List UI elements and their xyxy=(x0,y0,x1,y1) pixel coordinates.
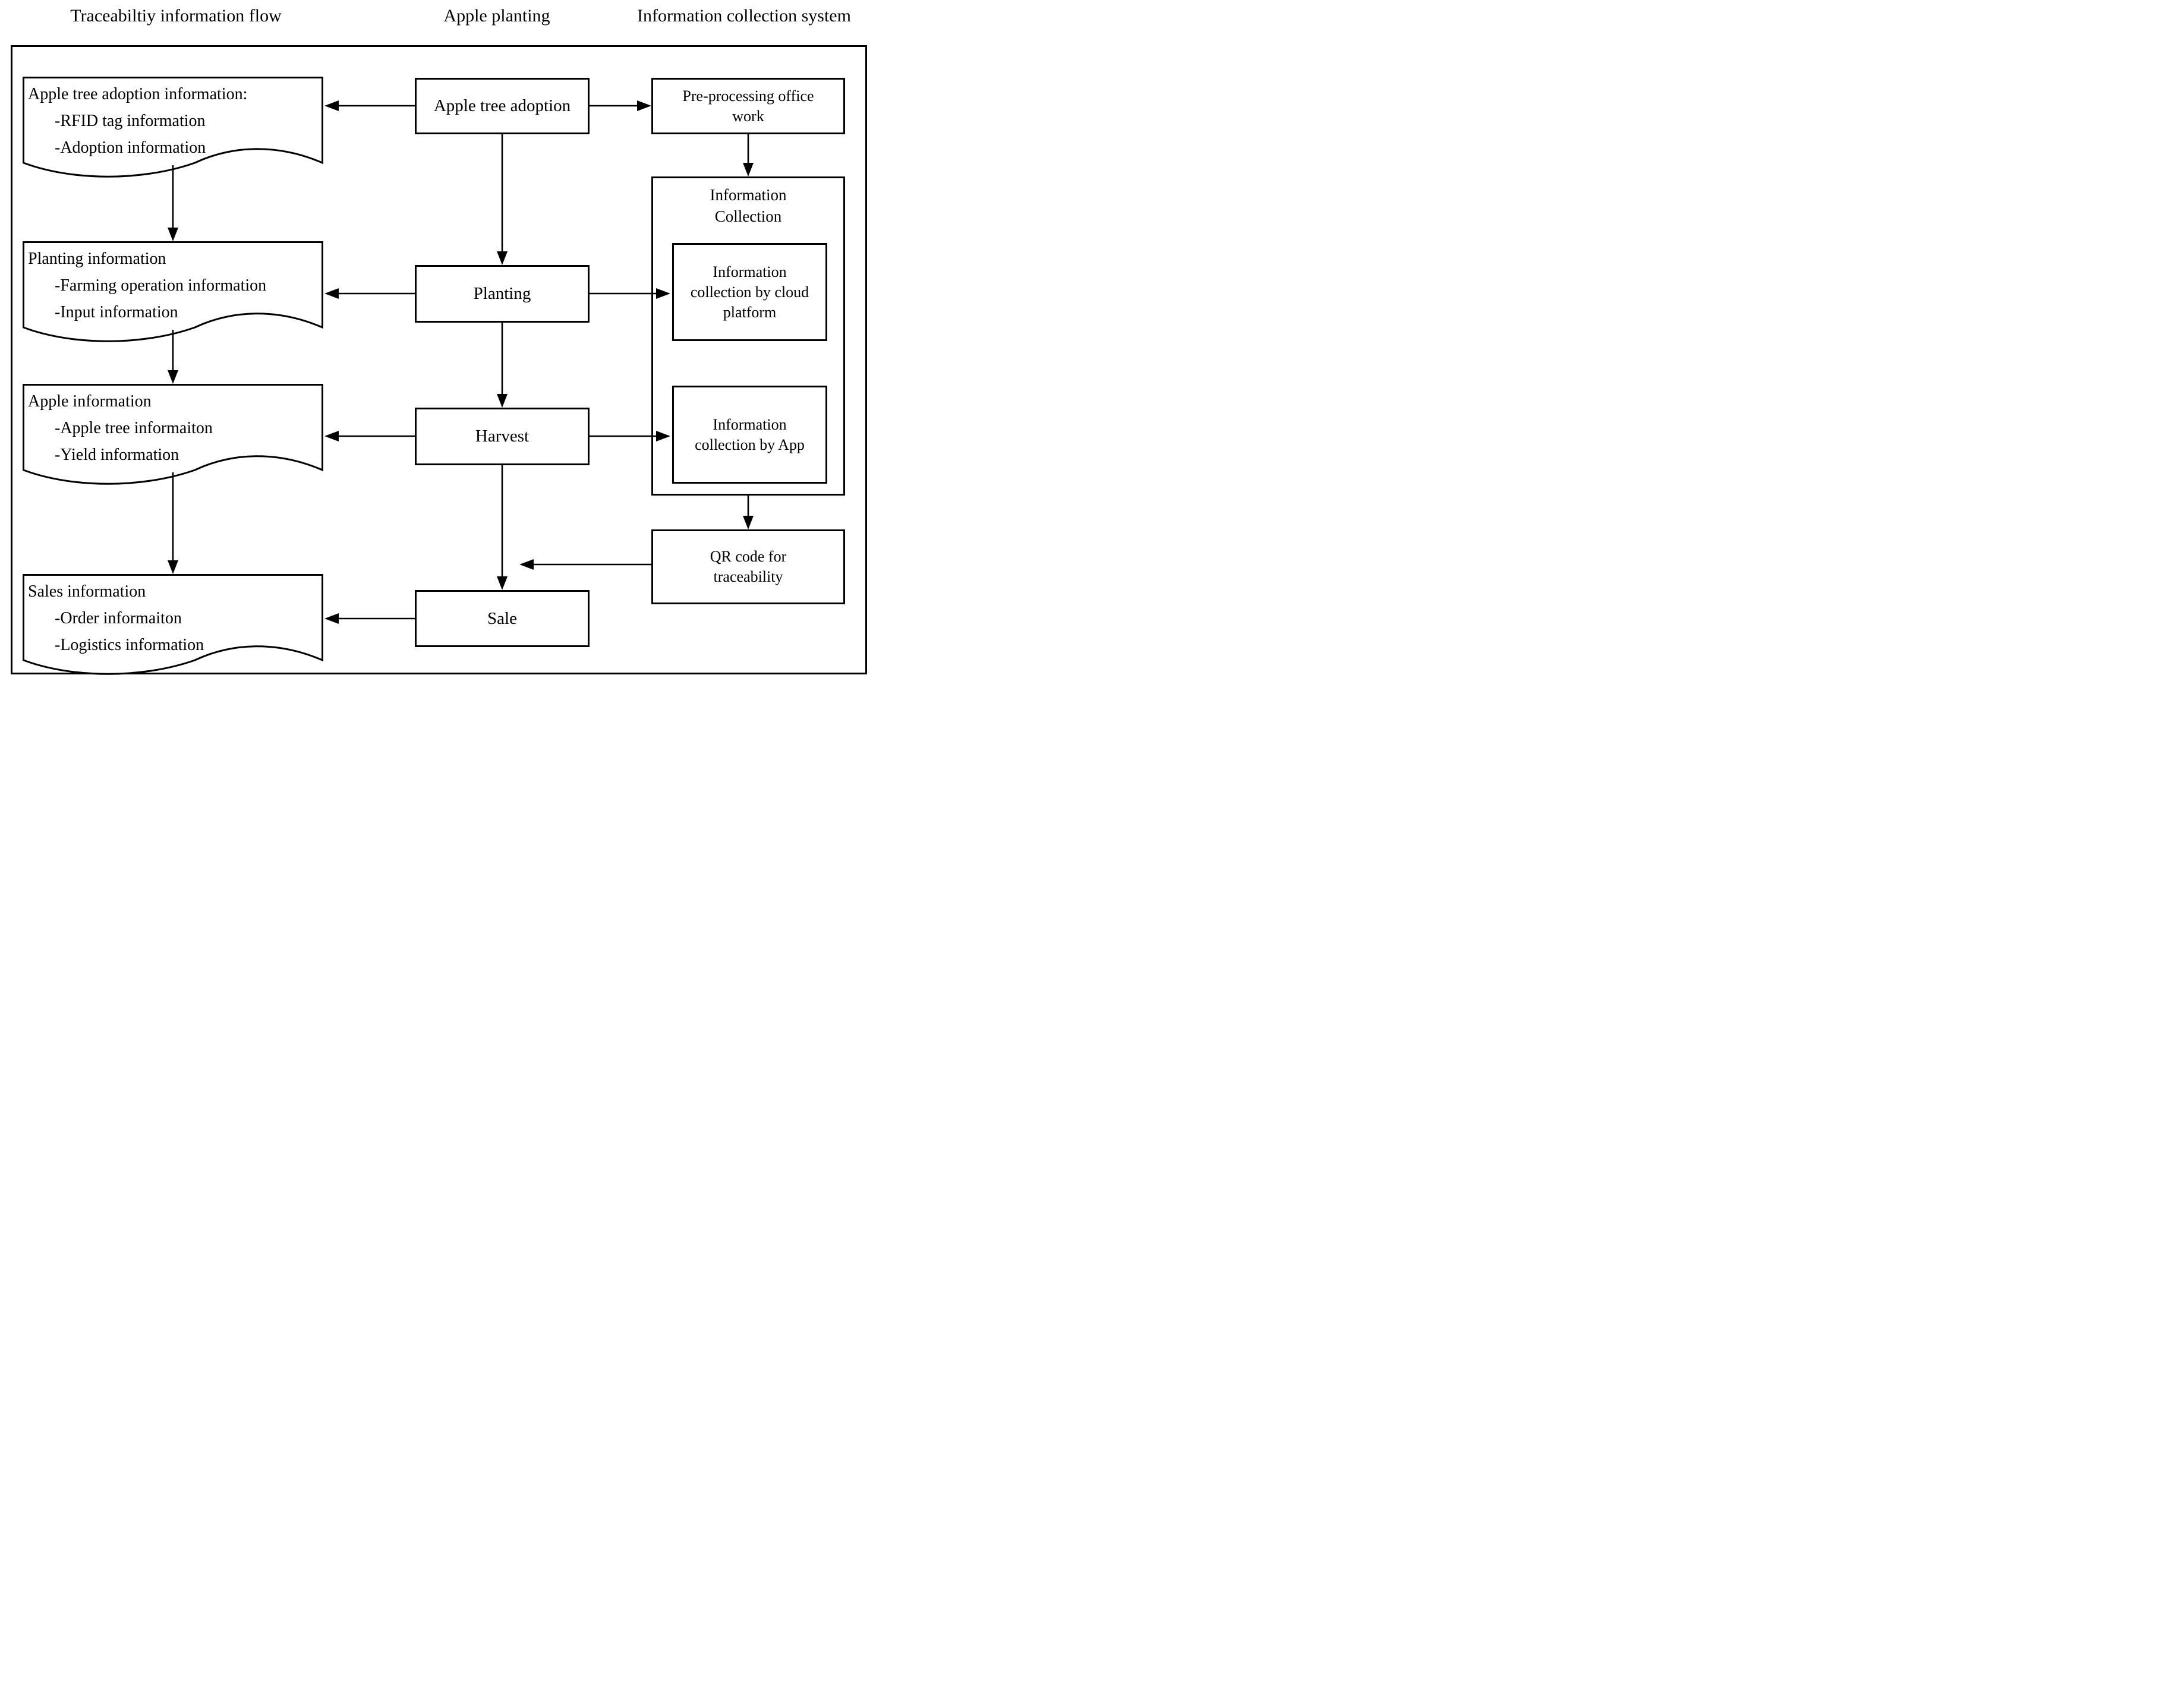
column-header-apple-planting: Apple planting xyxy=(443,6,550,26)
document-shape xyxy=(23,384,323,485)
document-shape xyxy=(23,574,323,675)
step-box-sale: Sale xyxy=(415,590,590,647)
doc-item: -Farming operation information xyxy=(55,276,267,295)
doc-item: -Yield information xyxy=(55,446,179,464)
box-information-collection-group: Information Collection Information colle… xyxy=(651,176,845,496)
doc-box-sales-information: Sales information -Order informaiton -Lo… xyxy=(23,574,323,680)
doc-title: Planting information xyxy=(28,250,166,268)
document-shape xyxy=(23,77,323,178)
doc-box-apple-information: Apple information -Apple tree informaito… xyxy=(23,384,323,490)
column-header-information-collection-system: Information collection system xyxy=(637,6,851,26)
box-label: Pre-processing office work xyxy=(682,87,814,125)
doc-item: -RFID tag information xyxy=(55,112,206,130)
doc-box-adoption-information: Apple tree adoption information: -RFID t… xyxy=(23,77,323,182)
doc-title: Apple information xyxy=(28,392,152,411)
group-title: Information Collection xyxy=(710,186,787,225)
doc-title: Apple tree adoption information: xyxy=(28,85,248,103)
box-label: Information collection by cloud platform xyxy=(690,263,809,321)
box-label: Information collection by App xyxy=(695,415,805,453)
box-collection-by-app: Information collection by App xyxy=(672,386,827,484)
box-label: QR code for traceability xyxy=(710,548,787,585)
doc-item: -Logistics information xyxy=(55,636,204,654)
doc-item: -Adoption information xyxy=(55,138,206,157)
box-preprocessing-office-work: Pre-processing office work xyxy=(651,78,845,134)
doc-item: -Order informaiton xyxy=(55,609,182,627)
box-collection-by-cloud: Information collection by cloud platform xyxy=(672,243,827,341)
doc-box-planting-information: Planting information -Farming operation … xyxy=(23,241,323,347)
doc-item: -Input information xyxy=(55,303,178,321)
step-label: Sale xyxy=(487,608,517,628)
step-box-planting: Planting xyxy=(415,265,590,323)
step-label: Planting xyxy=(473,284,531,303)
step-box-apple-tree-adoption: Apple tree adoption xyxy=(415,78,590,134)
document-shape xyxy=(23,241,323,342)
step-label: Harvest xyxy=(475,427,530,446)
doc-item: -Apple tree informaiton xyxy=(55,419,213,437)
traceability-flow-diagram: Traceabiltiy information flow Apple plan… xyxy=(0,0,874,679)
box-qr-code-for-traceability: QR code for traceability xyxy=(651,529,845,604)
column-header-traceability-flow: Traceabiltiy information flow xyxy=(70,6,282,26)
doc-title: Sales information xyxy=(28,582,146,601)
step-label: Apple tree adoption xyxy=(433,96,571,115)
step-box-harvest: Harvest xyxy=(415,408,590,465)
